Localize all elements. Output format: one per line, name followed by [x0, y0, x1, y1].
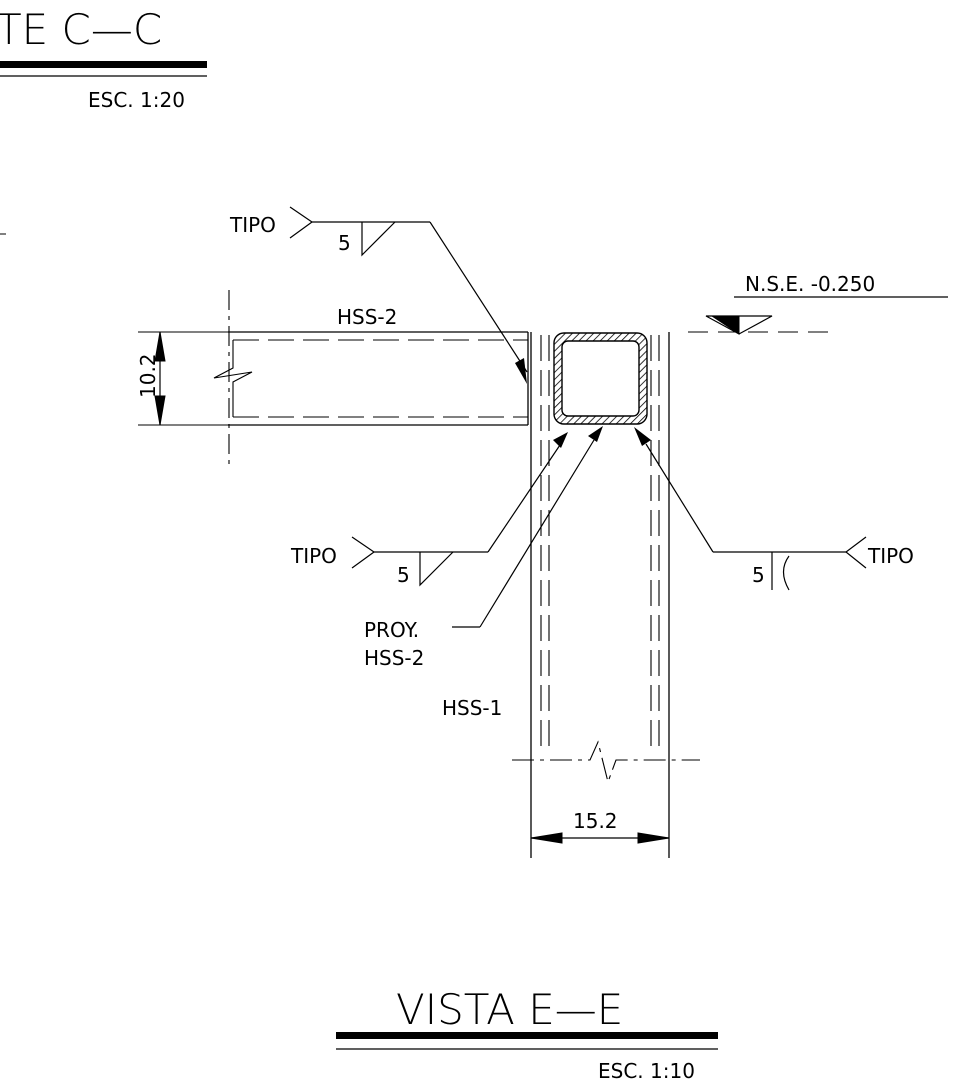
- beam-label: HSS-2: [337, 305, 397, 329]
- view-title: VISTA E—E: [396, 985, 623, 1034]
- break-symbol: [213, 340, 253, 417]
- beam-depth-value: 10.2: [136, 353, 160, 398]
- weld-symbol-left: [351, 432, 568, 587]
- title-block-bottom: VISTA E—E ESC. 1:10: [336, 985, 718, 1083]
- view-scale: ESC. 1:10: [598, 1059, 695, 1083]
- weld-size-top: 5: [338, 231, 351, 255]
- weld-type-left: TIPO: [290, 544, 337, 568]
- level-marker: [688, 296, 948, 335]
- title-underline-thick: [0, 61, 207, 68]
- projection-label-2: HSS-2: [364, 646, 424, 670]
- column-hss-1: [512, 332, 700, 858]
- weld-symbol-top: [289, 206, 528, 384]
- section-scale: ESC. 1:20: [88, 88, 185, 112]
- level-label: N.S.E. -0.250: [745, 272, 875, 296]
- dim-beam-depth: [138, 331, 228, 426]
- column-break-line: [512, 740, 700, 784]
- weld-type-right: TIPO: [867, 544, 914, 568]
- hss-2-section: [553, 332, 648, 425]
- weld-size-right: 5: [752, 563, 765, 587]
- projection-leader: [452, 426, 603, 628]
- section-title: TE C—C: [0, 5, 162, 54]
- column-label: HSS-1: [442, 696, 502, 720]
- beam-hss-2: [213, 290, 529, 470]
- dim-column-width: [530, 832, 670, 844]
- weld-type-top: TIPO: [229, 213, 276, 237]
- title-block-top: TE C—C ESC. 1:20: [0, 5, 207, 112]
- weld-symbol-right: [634, 427, 867, 591]
- view-underline-thick: [336, 1032, 718, 1039]
- column-width-value: 15.2: [573, 809, 618, 833]
- weld-size-left: 5: [397, 563, 410, 587]
- projection-label-1: PROY.: [364, 618, 419, 642]
